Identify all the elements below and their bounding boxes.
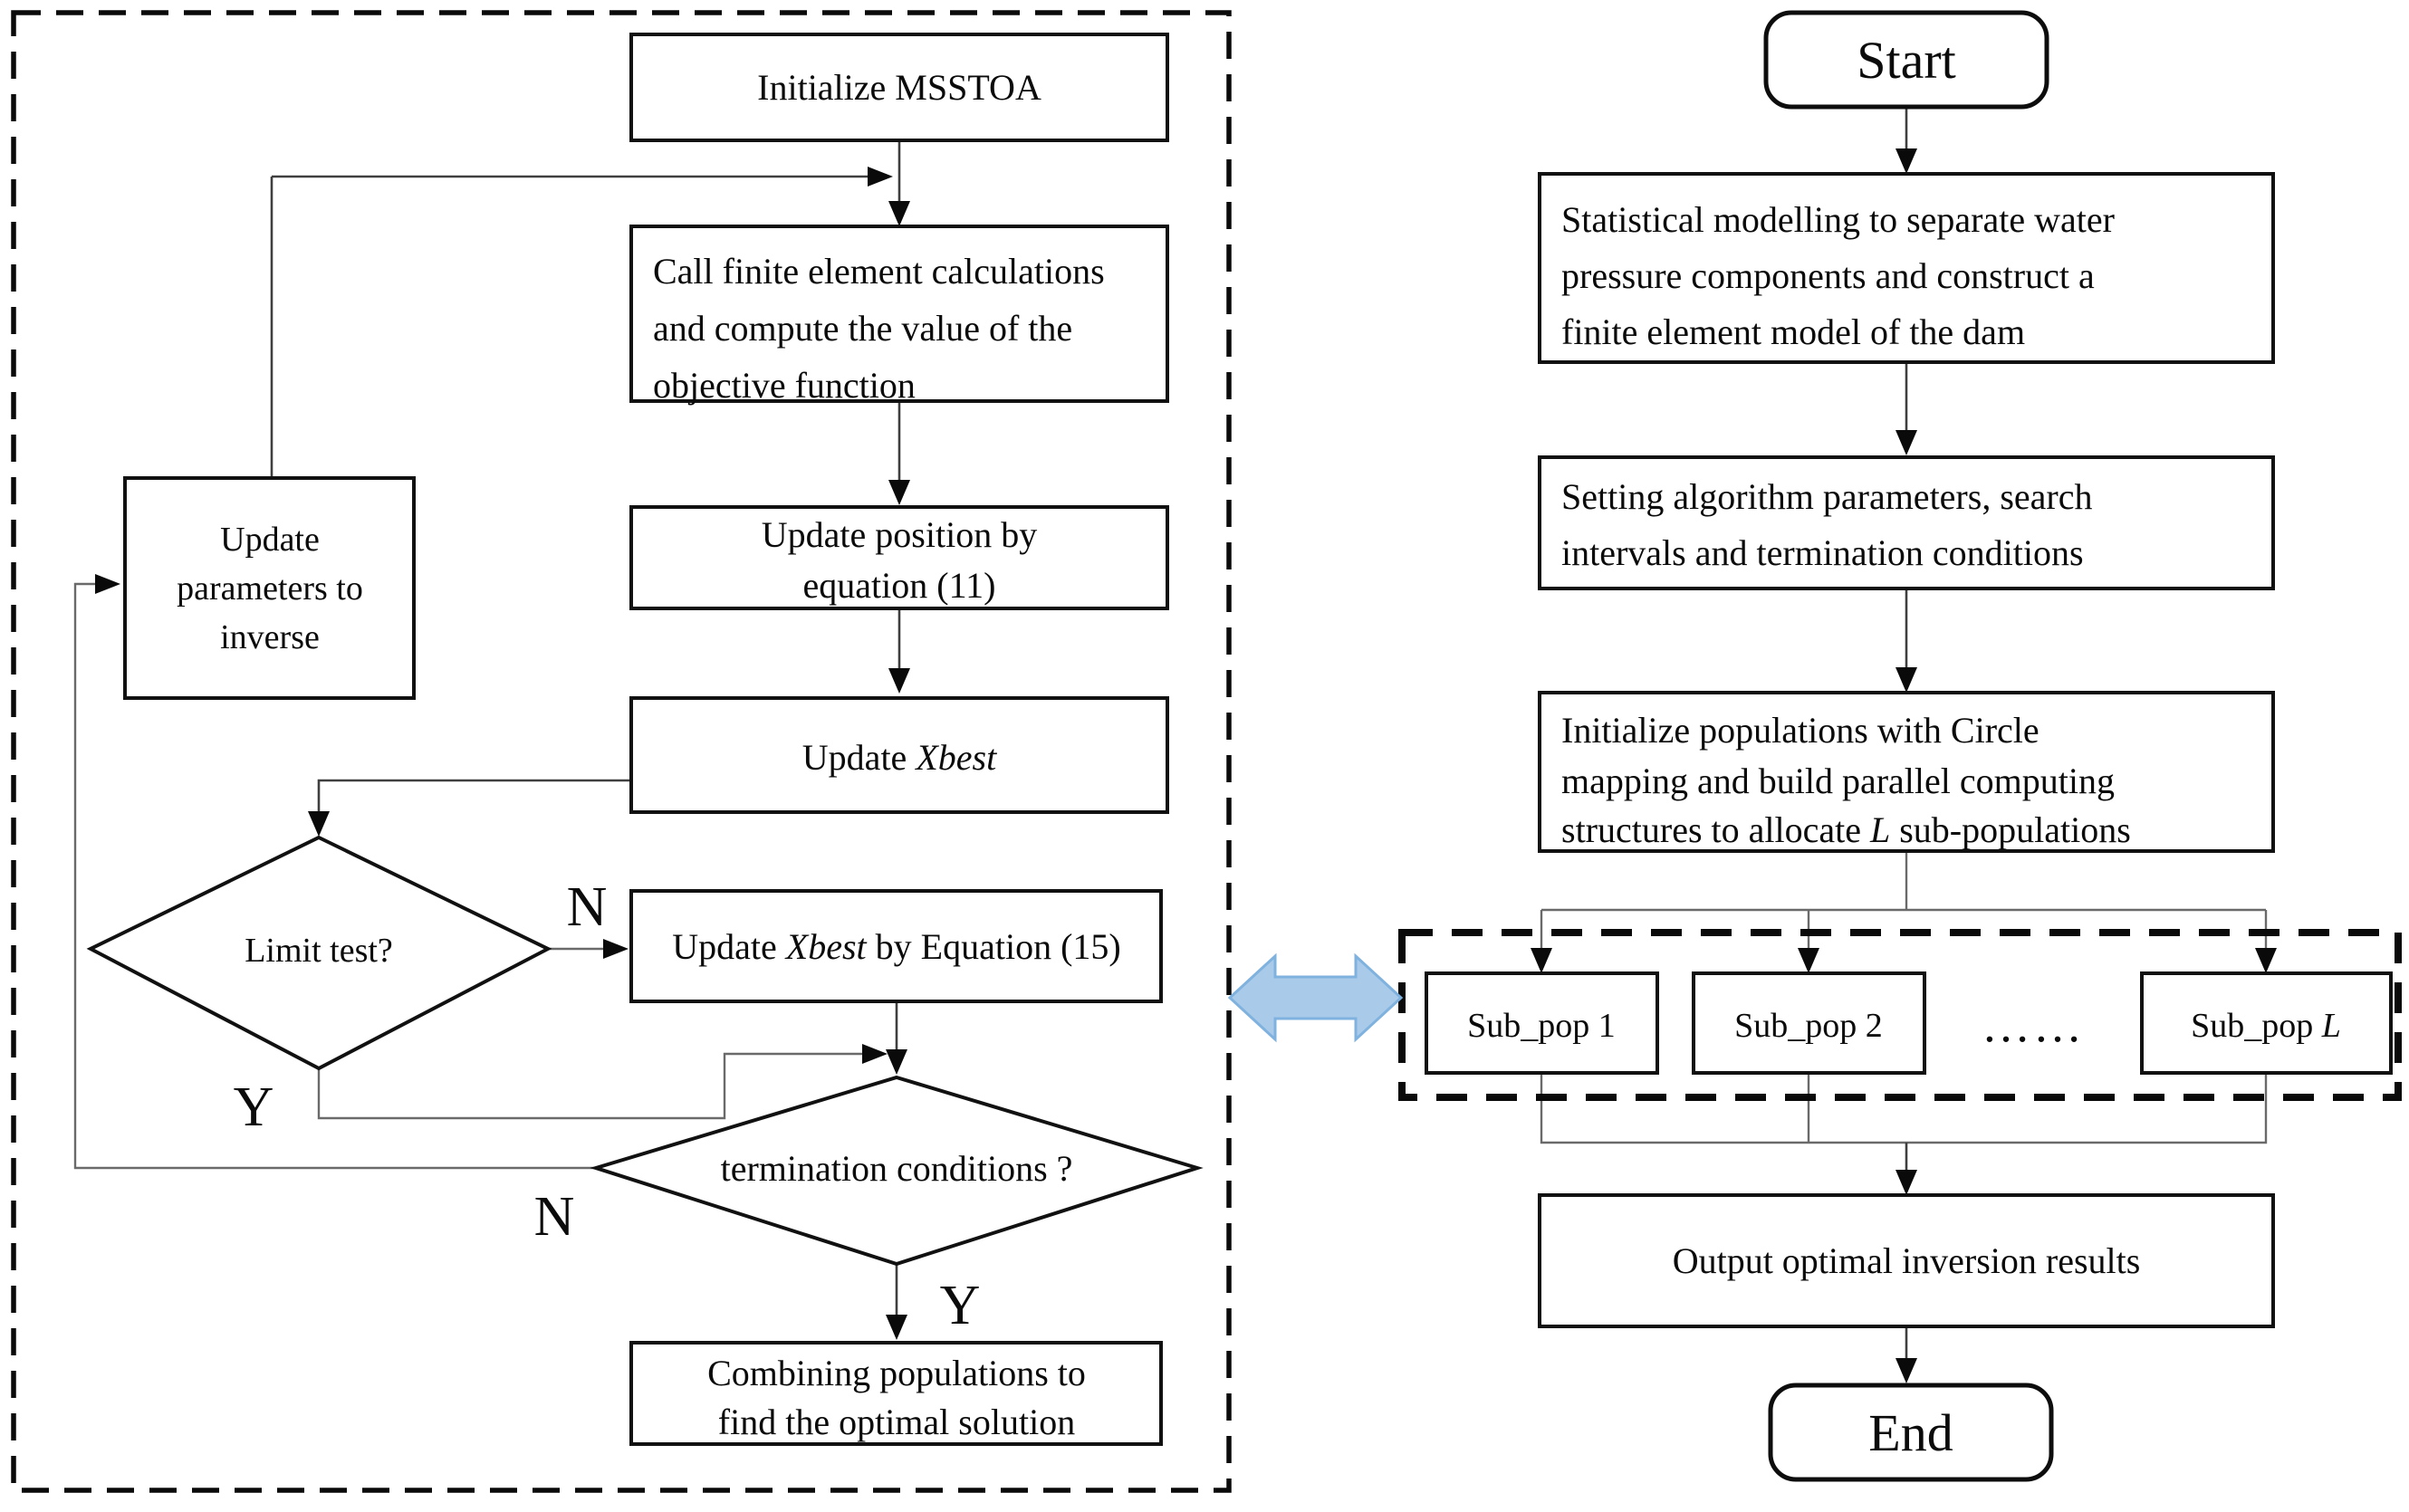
- arrowhead-into-call: [888, 201, 910, 226]
- label-update-xbest-eq15: Update Xbest by Equation (15): [672, 926, 1120, 967]
- node-statistical-modelling: [1538, 172, 2275, 364]
- arrowhead-limit-yes-join: [862, 1044, 888, 1064]
- label-initpop-line3-pre: structures to allocate: [1561, 809, 1870, 850]
- arrowhead-into-xbest: [888, 668, 910, 694]
- label-subpop-ellipsis: ……: [1982, 998, 2085, 1052]
- arrowhead-into-termination: [886, 1049, 907, 1075]
- node-end: [1768, 1383, 2054, 1482]
- arrowhead-into-position: [888, 480, 910, 505]
- label-initpop-line3: structures to allocate L sub-populations: [1561, 809, 2131, 850]
- arrowhead-into-subL: [2255, 948, 2277, 973]
- connector-subpops-merge: [1540, 1073, 2268, 1144]
- label-call-line2: and compute the value of the: [653, 308, 1072, 349]
- label-update-position-line2: equation (11): [803, 565, 996, 606]
- label-call-line3: objective function: [653, 365, 916, 406]
- label-end: End: [1868, 1403, 1953, 1462]
- node-call-finite-element: [629, 225, 1169, 403]
- label-update-params-line2: parameters to: [177, 569, 363, 608]
- label-eq15-post: by Equation (15): [867, 926, 1121, 967]
- label-stat-line1: Statistical modelling to separate water: [1561, 199, 2115, 240]
- subpop-dashed-frame: [1398, 929, 2402, 1101]
- arrowhead-into-output: [1896, 1170, 1917, 1195]
- double-arrow-icon: [1227, 952, 1404, 1043]
- arrowhead-into-sub2: [1798, 948, 1819, 973]
- label-initpop-line1: Initialize populations with Circle: [1561, 710, 2039, 751]
- node-sub-pop-l: [2140, 971, 2393, 1075]
- label-update-params-line1: Update: [220, 521, 320, 559]
- label-update-xbest: Update Xbest: [802, 737, 997, 778]
- label-sub-pop-l-var: L: [2321, 1007, 2341, 1045]
- label-update-xbest-var: Xbest: [914, 737, 997, 778]
- label-eq15-var: Xbest: [784, 926, 868, 967]
- node-update-xbest-eq15: [629, 889, 1163, 1003]
- label-combining-line2: find the optimal solution: [718, 1402, 1075, 1442]
- label-termination: termination conditions ?: [721, 1148, 1073, 1189]
- label-initialize-msstoa: Initialize MSSTOA: [757, 67, 1041, 108]
- node-update-position: [629, 505, 1169, 610]
- arrowhead-into-combining: [886, 1315, 907, 1340]
- label-update-xbest-pre: Update: [802, 737, 917, 778]
- connector-termination-no-loop: [73, 582, 596, 1170]
- connector-limit-yes: [317, 1052, 875, 1120]
- label-output-results: Output optimal inversion results: [1673, 1240, 2141, 1281]
- label-sub-pop-l: Sub_pop L: [2191, 1007, 2341, 1045]
- arrowhead-into-stat: [1896, 148, 1917, 174]
- label-limit-test: Limit test?: [245, 932, 393, 970]
- node-combining-populations: [629, 1341, 1163, 1446]
- node-termination-diamond: [590, 1075, 1204, 1267]
- label-eq15-pre: Update: [672, 926, 786, 967]
- label-update-params-line3: inverse: [220, 618, 320, 656]
- node-sub-pop-2: [1692, 971, 1926, 1075]
- arrowhead-into-setting: [1896, 430, 1917, 455]
- label-limit-yes: Y: [234, 1077, 274, 1138]
- node-start: [1763, 10, 2049, 110]
- label-sub-pop-l-pre: Sub_pop: [2191, 1007, 2322, 1045]
- label-stat-line3: finite element model of the dam: [1561, 311, 2025, 352]
- arrowhead-into-end: [1896, 1358, 1917, 1383]
- label-initpop-line3-post: sub-populations: [1890, 809, 2131, 850]
- label-stat-line2: pressure components and construct a: [1561, 255, 2095, 296]
- label-initpop-line2: mapping and build parallel computing: [1561, 761, 2115, 801]
- label-start: Start: [1857, 31, 1956, 90]
- label-call-line1: Call finite element calculations: [653, 251, 1105, 292]
- arrowhead-into-initpop: [1896, 667, 1917, 693]
- node-update-parameters: [123, 476, 416, 700]
- label-sub-pop-1: Sub_pop 1: [1467, 1007, 1616, 1045]
- node-update-xbest: [629, 696, 1169, 814]
- connector-xbest-to-limit: [317, 779, 631, 826]
- label-update-position-line1: Update position by: [762, 514, 1037, 555]
- node-sub-pop-1: [1425, 971, 1659, 1075]
- arrowhead-into-params: [95, 574, 120, 594]
- node-setting-parameters: [1538, 455, 2275, 590]
- label-setting-line2: intervals and termination conditions: [1561, 532, 2084, 573]
- label-combining-line1: Combining populations to: [707, 1353, 1086, 1393]
- label-setting-line1: Setting algorithm parameters, search: [1561, 476, 2092, 517]
- msstoa-dashed-frame: [11, 10, 1232, 1493]
- label-limit-no: N: [567, 876, 608, 938]
- label-termination-yes: Y: [940, 1275, 981, 1336]
- arrowhead-into-limit-diamond: [308, 811, 330, 837]
- label-termination-no: N: [534, 1186, 575, 1248]
- node-output-results: [1538, 1193, 2275, 1328]
- arrowhead-into-eq15: [603, 939, 629, 959]
- label-sub-pop-2: Sub_pop 2: [1734, 1007, 1883, 1045]
- node-initialize-msstoa: [629, 33, 1169, 142]
- label-initpop-line3-var: L: [1869, 809, 1890, 850]
- node-limit-test-diamond: [86, 835, 552, 1071]
- arrowhead-into-sub1: [1531, 948, 1552, 973]
- node-initialize-populations: [1538, 691, 2275, 853]
- arrowhead-feedback-join: [868, 167, 893, 187]
